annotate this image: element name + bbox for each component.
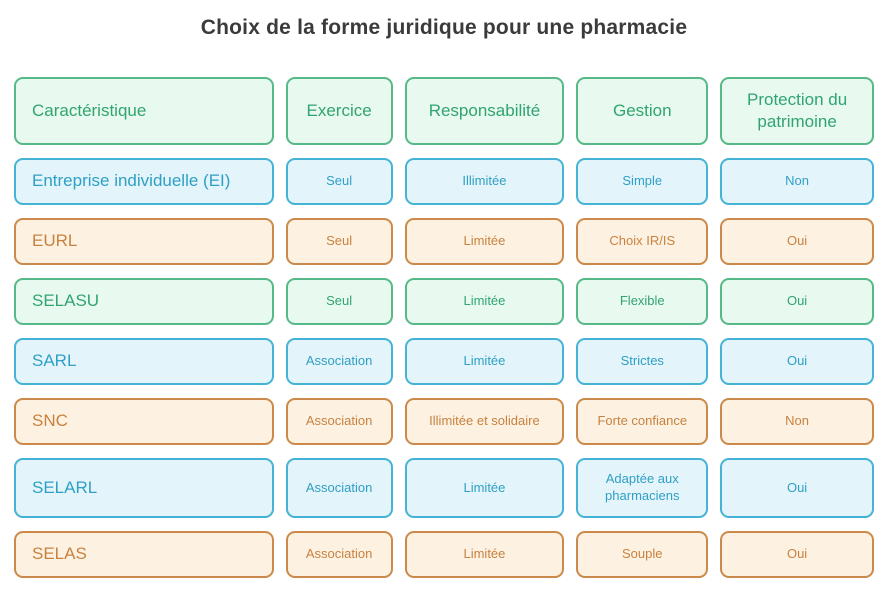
cell-responsabilite: Limitée [404,278,565,325]
cell-gestion: Adaptée aux pharmaciens [576,458,709,518]
table-row-selas: SELAS Association Limitée Souple Oui [14,531,874,578]
table-header-row: Caractéristique Exercice Responsabilité … [14,77,874,145]
cell-gestion: Strictes [576,338,709,385]
cell-exercice: Seul [285,218,393,265]
row-label: SELAS [14,531,274,578]
row-label: SARL [14,338,274,385]
cell-gestion: Simple [576,158,709,205]
row-label: SNC [14,398,274,445]
cell-exercice: Association [285,338,393,385]
cell-protection: Oui [720,338,874,385]
table-row-selasu: SELASU Seul Limitée Flexible Oui [14,278,874,325]
cell-responsabilite: Illimitée et solidaire [404,398,565,445]
cell-exercice: Association [285,458,393,518]
comparison-table: Caractéristique Exercice Responsabilité … [14,77,874,578]
cell-gestion: Souple [576,531,709,578]
cell-exercice: Seul [285,278,393,325]
table-row-snc: SNC Association Illimitée et solidaire F… [14,398,874,445]
row-label: Entreprise individuelle (EI) [14,158,274,205]
cell-exercice: Association [285,398,393,445]
cell-exercice: Seul [285,158,393,205]
cell-exercice: Association [285,531,393,578]
row-label: SELARL [14,458,274,518]
cell-gestion: Choix IR/IS [576,218,709,265]
cell-gestion: Flexible [576,278,709,325]
cell-responsabilite: Limitée [404,338,565,385]
header-cell-exercice: Exercice [285,77,393,145]
row-label: SELASU [14,278,274,325]
cell-responsabilite: Limitée [404,531,565,578]
cell-protection: Oui [720,531,874,578]
cell-responsabilite: Limitée [404,458,565,518]
cell-responsabilite: Illimitée [404,158,565,205]
cell-protection: Non [720,158,874,205]
cell-protection: Oui [720,458,874,518]
header-cell-caracteristique: Caractéristique [14,77,274,145]
cell-protection: Non [720,398,874,445]
cell-responsabilite: Limitée [404,218,565,265]
page-title: Choix de la forme juridique pour une pha… [200,16,688,39]
header-cell-responsabilite: Responsabilité [404,77,565,145]
row-label: EURL [14,218,274,265]
table-row-ei: Entreprise individuelle (EI) Seul Illimi… [14,158,874,205]
table-row-sarl: SARL Association Limitée Strictes Oui [14,338,874,385]
cell-protection: Oui [720,218,874,265]
header-cell-protection-patrimoine: Protection du patrimoine [720,77,874,145]
table-row-selarl: SELARL Association Limitée Adaptée aux p… [14,458,874,518]
cell-gestion: Forte confiance [576,398,709,445]
header-cell-gestion: Gestion [576,77,709,145]
table-row-eurl: EURL Seul Limitée Choix IR/IS Oui [14,218,874,265]
cell-protection: Oui [720,278,874,325]
